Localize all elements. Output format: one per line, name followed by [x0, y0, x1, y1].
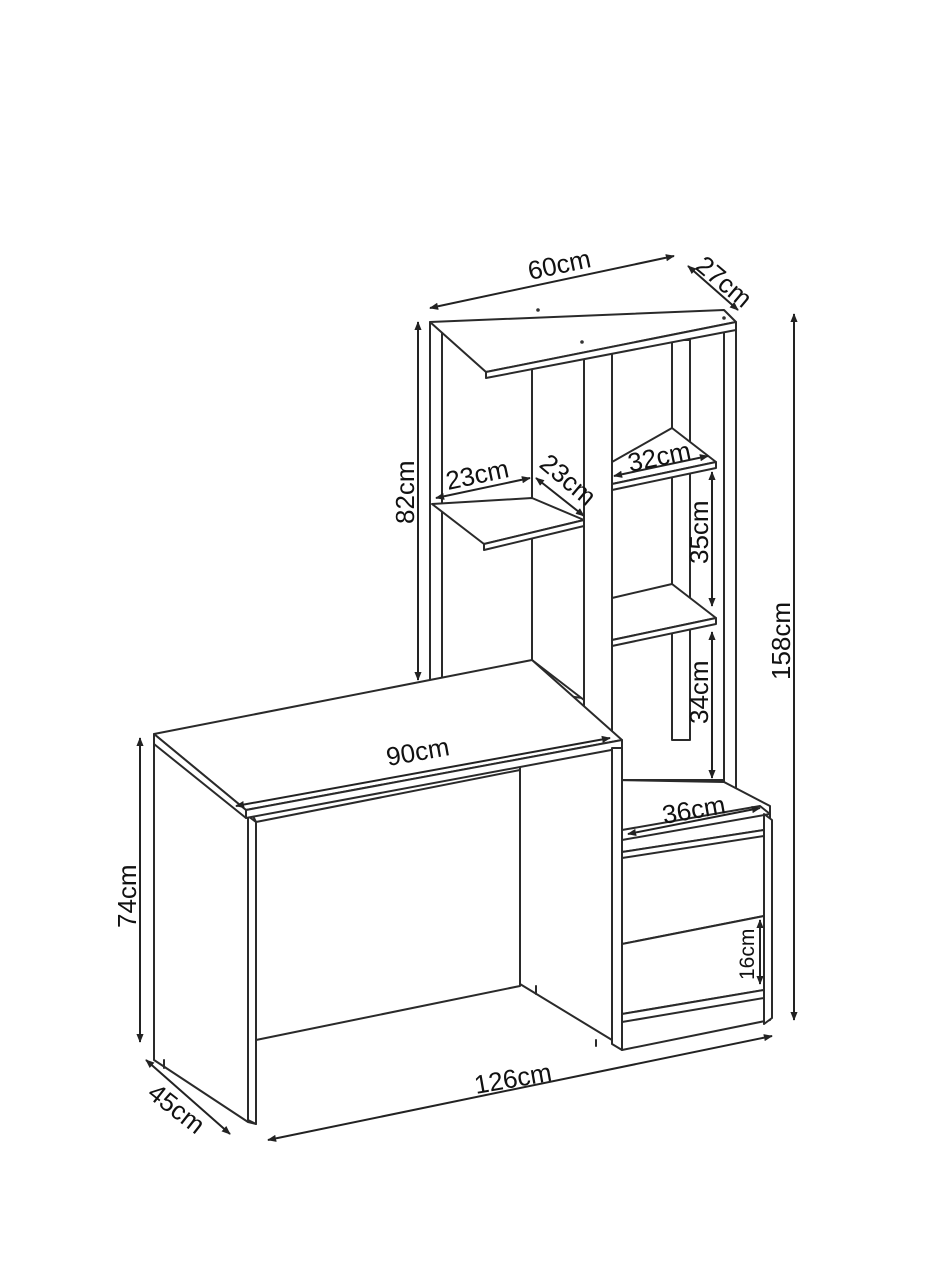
label-desk-height: 74cm: [112, 864, 142, 928]
label-total-width: 126cm: [472, 1057, 554, 1100]
label-total-height: 158cm: [766, 602, 796, 680]
furniture-drawing: [153, 308, 773, 1125]
desk: [153, 659, 623, 1125]
label-shelf-gap-upper: 35cm: [684, 500, 714, 564]
label-tower-height: 82cm: [390, 460, 420, 524]
dimension-lines: [136, 254, 798, 1142]
label-top-depth: 27cm: [690, 250, 758, 314]
drawer-cabinet: [611, 747, 773, 1051]
label-shelf-gap-lower: 34cm: [684, 660, 714, 724]
label-drawer-gap: 16cm: [736, 929, 759, 980]
label-top-width: 60cm: [525, 243, 593, 286]
